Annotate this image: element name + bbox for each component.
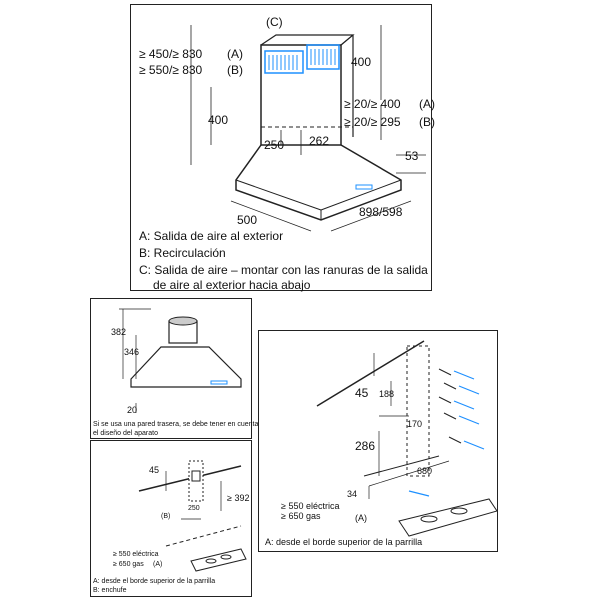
clearance-gas: ≥ 650 gas — [113, 561, 144, 568]
dim-286: 286 — [355, 439, 376, 453]
dim-170: 170 — [407, 419, 423, 429]
tag-a: (A) — [153, 561, 163, 568]
dim-20: 20 — [127, 405, 138, 415]
hood-side-drawing — [119, 308, 242, 413]
tag-b: (B) — [161, 513, 171, 520]
dim-250: 250 — [264, 138, 285, 152]
socket-drawing — [138, 460, 247, 572]
mounting-drawing — [316, 340, 498, 537]
dim-392: ≥ 392 — [227, 493, 250, 503]
dim-right-a: ≥ 20/≥ 400 — [344, 97, 401, 111]
legend-a: A: desde el borde superior de la parrill… — [93, 578, 216, 585]
legend-c: C: Salida de aire – montar con las ranur… — [139, 263, 428, 277]
side-view-panel: 382 346 20 Si se usa una pared trasera, … — [90, 298, 258, 439]
dim-right-a-tag: (A) — [419, 97, 435, 111]
hood-front-drawing — [190, 25, 426, 232]
legend-b: B: Recirculación — [139, 246, 226, 260]
clearance-electric: ≥ 550 eléctrica — [281, 501, 340, 511]
clearance-electric: ≥ 550 eléctrica — [113, 551, 159, 558]
vent-slots-right — [306, 44, 340, 70]
dim-height-a: ≥ 450/≥ 830 — [139, 47, 203, 61]
dim-400-left: 400 — [208, 113, 229, 127]
dim-45: 45 — [355, 386, 369, 400]
dim-382: 382 — [111, 327, 127, 337]
dim-400-right: 400 — [351, 55, 372, 69]
side-note-1: Si se usa una pared trasera, se debe ten… — [93, 421, 259, 428]
socket-position-panel: 45 ≥ 392 250 (B) ≥ 550 eléctrica ≥ 650 g… — [90, 440, 252, 597]
legend-c-cont: de aire al exterior hacia abajo — [153, 278, 311, 292]
side-note-2: el diseño del aparato — [93, 430, 158, 437]
legend-b: B: enchufe — [93, 587, 127, 594]
dim-262: 262 — [309, 134, 330, 148]
control-panel-strip — [355, 184, 373, 190]
dim-680: 680 — [417, 466, 433, 476]
dim-height-b: ≥ 550/≥ 830 — [139, 63, 203, 77]
dim-right-b: ≥ 20/≥ 295 — [344, 115, 401, 129]
dim-188: 188 — [379, 389, 395, 399]
dim-right-b-tag: (B) — [419, 115, 435, 129]
dim-500: 500 — [237, 213, 258, 227]
legend-a: A: desde el borde superior de la parrill… — [265, 537, 423, 547]
dim-c-marker: (C) — [266, 15, 283, 29]
tag-a: (A) — [355, 513, 367, 523]
dim-height-a-tag: (A) — [227, 47, 243, 61]
legend-a: A: Salida de aire al exterior — [139, 229, 284, 243]
dim-height-b-tag: (B) — [227, 63, 243, 77]
dim-53: 53 — [405, 149, 419, 163]
dim-250: 250 — [188, 505, 200, 512]
mounting-panel: 45 188 170 286 680 34 ≥ 550 eléctrica ≥ … — [258, 330, 498, 552]
dim-346: 346 — [124, 347, 140, 357]
clearance-gas: ≥ 650 gas — [281, 511, 321, 521]
dim-34: 34 — [347, 489, 358, 499]
dim-898-598: 898/598 — [359, 205, 403, 219]
top-diagram-panel: (C) ≥ 450/≥ 830 (A) ≥ 550/≥ 830 (B) 400 … — [130, 4, 435, 292]
vent-slots-left — [264, 50, 304, 74]
dim-45: 45 — [149, 465, 160, 475]
